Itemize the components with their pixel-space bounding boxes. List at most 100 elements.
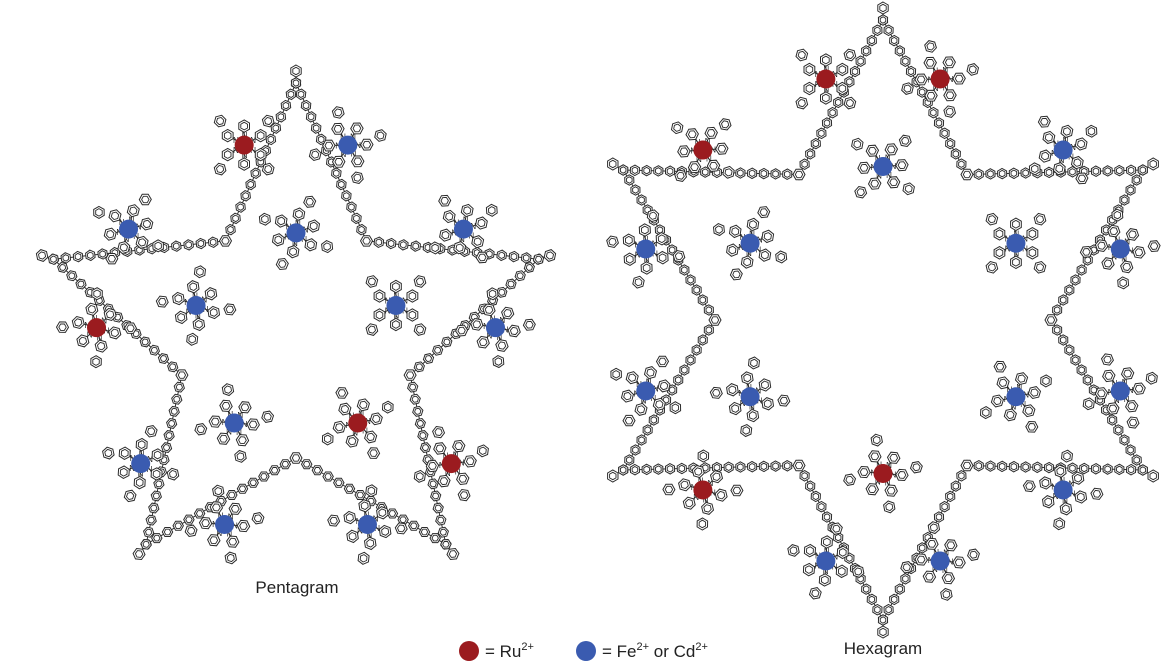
phenylene-ring-inner [485, 250, 493, 258]
pyridine-ring [475, 216, 488, 230]
phenylene-ring-inner [313, 467, 322, 474]
pyridine-ring-inner [189, 282, 198, 292]
phenylene-ring [398, 239, 409, 251]
pyridine-ring-inner [954, 74, 964, 83]
pyridine-ring-inner [97, 341, 106, 351]
phenylene-ring-inner [345, 485, 354, 493]
pyridine-ring-inner [1113, 210, 1122, 220]
pyridine-ring-inner [194, 319, 203, 329]
phenylene-ring [1090, 463, 1102, 475]
pyridine-ring-inner [916, 555, 926, 564]
core-ring [218, 235, 233, 247]
pyridine-ring-inner [174, 294, 183, 303]
phenylene-ring [618, 164, 629, 176]
phenylene-ring [60, 252, 72, 264]
phenylene-ring-inner [1059, 296, 1067, 304]
phenylene-ring [676, 462, 687, 475]
pyridine-ring [275, 257, 289, 271]
phenylene-ring [422, 353, 435, 365]
phenylene-ring [240, 190, 251, 202]
pyridine-ring [924, 40, 937, 53]
ru-ion [816, 69, 836, 89]
pyridine-ring-inner [658, 253, 667, 263]
nitrogen-label: N [932, 565, 938, 574]
pyridine-ring [1090, 487, 1104, 500]
fe-cd-ion [740, 387, 760, 407]
pyridine-ring-inner [477, 253, 487, 262]
pyridine-ring [476, 335, 490, 349]
pyridine-ring-inner [334, 108, 343, 117]
core-ring-inner [221, 237, 230, 245]
pyridine-ring-inner [445, 212, 454, 221]
phenylene-ring-inner [834, 533, 842, 542]
pyridine-ring-inner [1028, 248, 1037, 258]
pyridine-ring [656, 250, 669, 265]
pyridine-ring [709, 386, 723, 399]
pyridine-ring-inner [1035, 215, 1045, 224]
phenylene-ring-inner [1133, 456, 1140, 464]
phenylene-ring-inner [890, 595, 898, 604]
nitrogen-label: N [644, 255, 650, 264]
pyridine-ring-inner [224, 385, 232, 394]
pyridine-ring-inner [340, 404, 350, 414]
nitrogen-label: N [385, 307, 391, 316]
phenylene-ring [889, 593, 900, 606]
pyridine-ring-inner [845, 475, 854, 484]
phenylene-ring [172, 520, 184, 531]
pyridine-ring-inner [428, 461, 437, 470]
pyridine-ring-inner [797, 50, 806, 60]
nitrogen-label: N [755, 387, 761, 396]
pyridine-ring [620, 389, 634, 403]
pyridine-ring [610, 367, 622, 381]
phenylene-ring-inner [829, 108, 836, 117]
phenylene-ring-inner [1092, 465, 1100, 473]
nitrogen-label: N [886, 171, 892, 180]
fe-cd-legend-marker [576, 641, 596, 661]
pyridine-ring-inner [634, 278, 643, 287]
pyridine-ring [900, 561, 914, 574]
pyridine-ring-inner [987, 215, 997, 224]
phenylene-ring-inner [1139, 166, 1147, 174]
pyridine-ring [331, 122, 345, 135]
pyridine-ring [803, 62, 816, 77]
pyridine-ring-inner [671, 403, 680, 413]
phenylene-ring [746, 167, 758, 180]
phenylene-ring [322, 471, 334, 482]
pyridine-ring [332, 420, 346, 434]
phenylene-ring [950, 148, 961, 160]
pyridine-ring [221, 147, 234, 162]
phenylene-ring [153, 478, 165, 490]
phenylene-ring-inner [958, 160, 965, 168]
phenylene-ring [679, 364, 690, 376]
nitrogen-label: N [136, 222, 142, 231]
pyridine-ring [606, 235, 619, 249]
pyridine-ring [71, 315, 85, 330]
pyridine-ring [1054, 464, 1067, 478]
pyridine-ring-inner [743, 257, 752, 267]
phenylene-ring-inner [952, 150, 960, 158]
phenylene-ring [418, 527, 431, 537]
pyridine-ring [186, 332, 199, 346]
fe-cd-ion [386, 296, 406, 316]
phenylene-ring-inner [705, 306, 713, 314]
nitrogen-label: N [708, 479, 714, 488]
pyridine-ring-inner [93, 289, 101, 298]
phenylene-ring-inner [930, 108, 937, 117]
pyridine-ring-inner [1042, 376, 1050, 386]
nitrogen-label: N [453, 450, 459, 459]
pyridine-ring-inner [779, 396, 789, 405]
phenylene-ring [1125, 444, 1136, 456]
pyridine-ring-inner [58, 323, 67, 331]
pyridine-ring-inner [658, 357, 667, 366]
pyridine-ring [728, 401, 742, 416]
phenylene-ring [427, 478, 439, 490]
phenylene-ring-inner [1080, 464, 1088, 473]
pyridine-ring [884, 484, 898, 497]
phenylene-ring-inner [1022, 463, 1029, 471]
phenylene-ring [331, 167, 342, 179]
phenylene-ring [1070, 274, 1081, 286]
